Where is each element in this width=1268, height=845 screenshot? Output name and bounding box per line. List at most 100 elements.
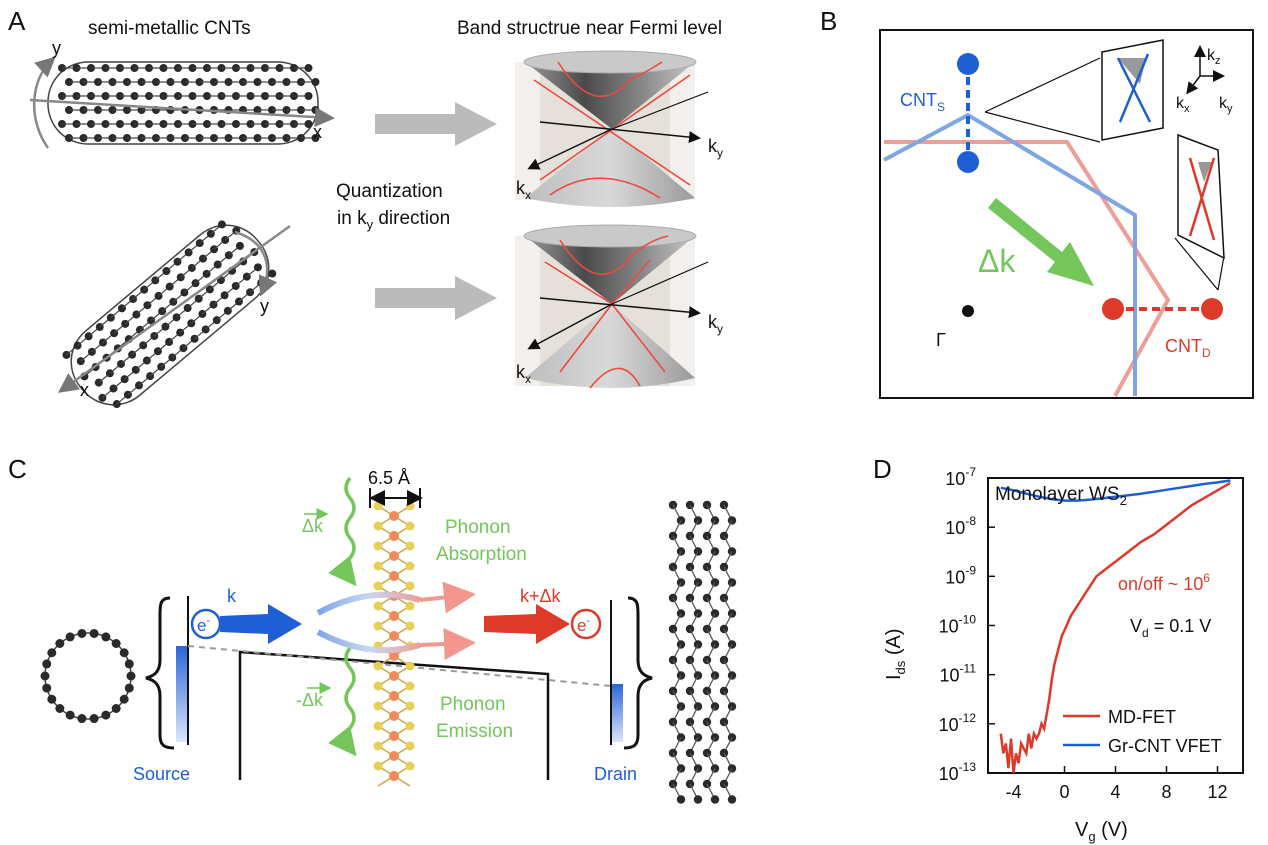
quantization-label-line2: in ky direction <box>337 208 450 232</box>
dirac-cone-bottom: ky kx <box>515 224 723 389</box>
chart-x-axis-label: Vg (V) <box>1075 819 1128 844</box>
cnt-d-point-left <box>1102 298 1124 320</box>
axis-y-bottom: y <box>260 296 269 316</box>
scatter-path-lower <box>316 629 421 654</box>
drain-well <box>611 684 623 742</box>
drain-bracket <box>623 596 653 750</box>
delta-k-plus-label: Δk <box>302 516 324 536</box>
carbon-atom <box>304 92 313 100</box>
sulfur-atom <box>373 501 383 511</box>
carbon-atom <box>47 694 57 704</box>
x-tick-label: -4 <box>1005 782 1021 802</box>
carbon-atom <box>101 632 111 642</box>
cnt-d-point-right <box>1201 298 1223 320</box>
y-tick-label: 10-8 <box>945 514 976 538</box>
carbon-atom <box>101 710 111 720</box>
carbon-atom <box>126 671 136 681</box>
gamma-label: Γ <box>936 330 946 350</box>
tungsten-atom <box>389 531 399 541</box>
phonon-absorption-wave <box>328 476 357 587</box>
carbon-atom <box>40 671 50 681</box>
k-in-label: k <box>227 586 237 606</box>
gamma-point <box>962 305 974 317</box>
axis-x-top: x <box>313 122 322 142</box>
phonon-emission-label-1: Phonon <box>440 694 506 715</box>
inset-cone-s <box>1101 39 1164 141</box>
fermi-level-line <box>187 645 612 687</box>
k-in-arrow <box>220 604 302 644</box>
carbon-atom <box>111 703 121 713</box>
sulfur-atom <box>405 741 415 751</box>
carbon-atom <box>710 795 720 804</box>
panel-c: C Source Drain 6.5 Å Δk -Δk Phonon Abso <box>8 454 737 804</box>
y-tick-label: 10-11 <box>940 662 977 686</box>
x-tick-label: 8 <box>1161 782 1171 802</box>
k-out-label: k+Δk <box>520 586 562 606</box>
cnt-horizontal-illustration: y x <box>29 38 335 149</box>
carbon-atom <box>676 795 686 804</box>
ky-label: ky <box>1219 95 1233 115</box>
source-bracket <box>145 596 175 750</box>
carbon-atom <box>42 683 52 693</box>
sulfur-atom <box>405 701 415 711</box>
cnt-atoms-bottom <box>62 220 277 409</box>
process-arrow-top <box>375 102 497 146</box>
phonon-absorption-label-1: Phonon <box>445 517 511 538</box>
tungsten-atom <box>389 631 399 641</box>
sulfur-atom <box>373 721 383 731</box>
x-axis-arrow-bottom <box>57 224 291 393</box>
axis-y-top: y <box>52 38 61 58</box>
tungsten-atom <box>389 571 399 581</box>
legend-md-fet: MD-FET <box>1108 707 1176 727</box>
drain-label: Drain <box>594 764 637 784</box>
delta-k-label: Δk <box>978 243 1016 279</box>
quantization-label-line1: Quantization <box>336 181 443 202</box>
title-band-structure: Band structrue near Fermi level <box>457 18 722 39</box>
carbon-atom <box>55 703 65 713</box>
carbon-atom <box>42 659 52 669</box>
ky-label-bottom: ky <box>708 312 723 336</box>
sulfur-atom <box>373 521 383 531</box>
chart-material-label: Monolayer WS2 <box>995 484 1127 508</box>
k-axes-triad: kz kx ky <box>1176 45 1233 115</box>
sulfur-atom <box>405 681 415 691</box>
sulfur-atom <box>405 761 415 771</box>
delta-k-arrow <box>988 198 1094 286</box>
carbon-atom <box>693 795 703 804</box>
carbon-atom <box>119 648 129 658</box>
dirac-cone-top: ky kx <box>515 50 723 207</box>
carbon-atom <box>47 648 57 658</box>
sulfur-atom <box>405 501 415 511</box>
carbon-atom <box>77 714 87 724</box>
carbon-atom <box>311 78 320 86</box>
inset-cone-d <box>1177 133 1225 260</box>
sulfur-atom <box>405 721 415 731</box>
series-gr-cnt-line <box>1000 479 1231 502</box>
brillouin-zone-s <box>883 112 1137 396</box>
x-tick-label: 4 <box>1110 782 1120 802</box>
cnt-s-label: CNTS <box>900 90 945 114</box>
panel-b: B CNTS CNTD Δk Γ <box>820 6 1254 399</box>
source-well <box>176 646 188 742</box>
kx-label-top: kx <box>516 178 531 202</box>
carbon-atom <box>217 220 226 229</box>
electron-out <box>570 608 602 640</box>
cnt-s-point-top <box>957 53 979 75</box>
tungsten-atom <box>389 711 399 721</box>
panel-a-label: A <box>8 6 26 36</box>
y-tick-label: 10-10 <box>939 613 977 637</box>
y-tick-label: 10-13 <box>939 760 977 784</box>
scatter-path-upper <box>316 591 421 616</box>
cnt-cross-section <box>40 628 136 724</box>
carbon-atom <box>235 241 244 250</box>
sulfur-atom <box>405 661 415 671</box>
x-tick-label: 12 <box>1207 782 1227 802</box>
rotation-arrow-bottom <box>234 230 278 297</box>
source-label: Source <box>133 764 190 784</box>
y-tick-label: 10-7 <box>945 465 976 489</box>
carbon-atom <box>304 120 313 128</box>
tungsten-atom <box>389 671 399 681</box>
tungsten-atom <box>389 691 399 701</box>
